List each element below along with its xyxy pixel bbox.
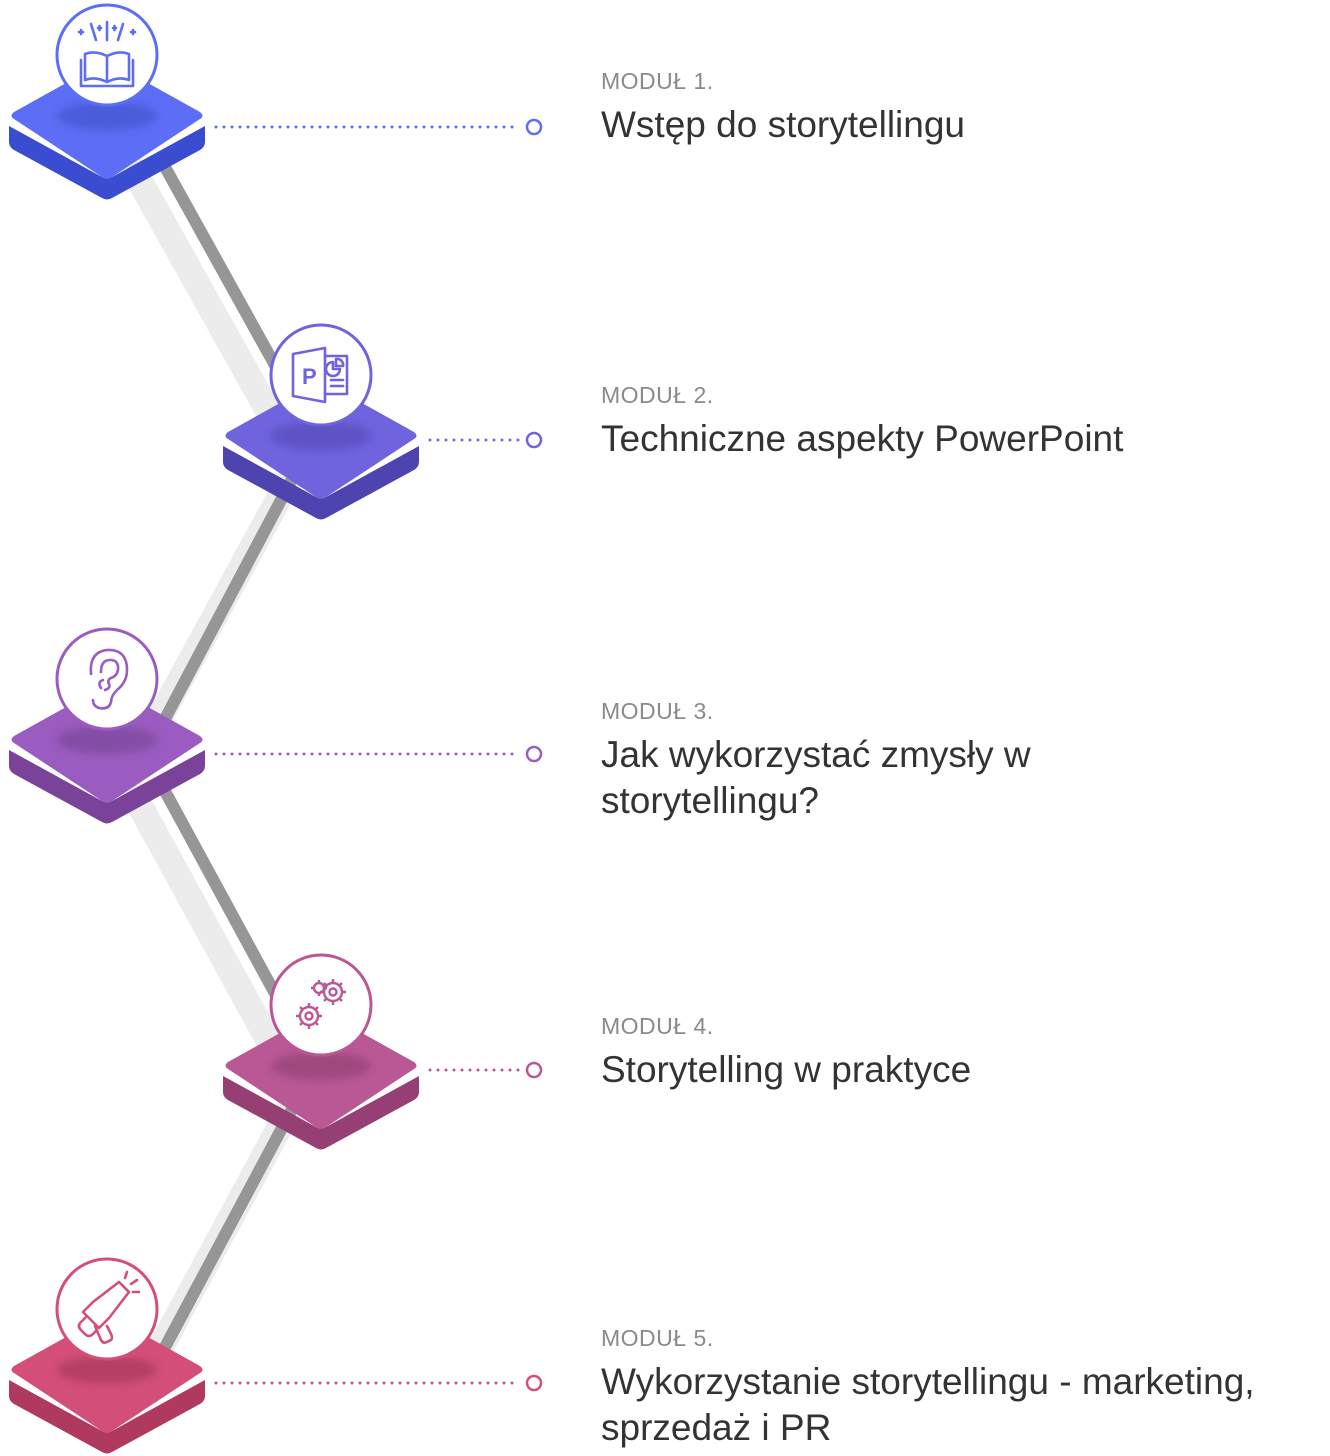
ear-icon xyxy=(89,648,129,710)
module-title: Storytelling w praktyce xyxy=(601,1048,972,1090)
module-4-icon-circle xyxy=(269,953,373,1057)
module-number: MODUŁ 1. xyxy=(601,68,714,94)
module-node-1 xyxy=(9,3,205,200)
gears-icon xyxy=(296,979,346,1029)
leader-2 xyxy=(428,431,543,449)
leader-1 xyxy=(214,118,543,136)
leader-3-end-dot xyxy=(525,745,543,763)
module-5-icon-circle xyxy=(55,1257,159,1361)
module-node-4 xyxy=(223,953,419,1150)
module-number: MODUŁ 5. xyxy=(601,1325,714,1351)
powerpoint-icon: P xyxy=(291,346,349,404)
leader-4-end-dot xyxy=(525,1061,543,1079)
module-label-2: MODUŁ 2. Techniczne aspekty PowerPoint xyxy=(601,382,1326,462)
module-number: MODUŁ 3. xyxy=(601,698,714,724)
module-label-1: MODUŁ 1. Wstęp do storytellingu xyxy=(601,68,1326,148)
leader-4 xyxy=(428,1061,543,1079)
module-label-5: MODUŁ 5. Wykorzystanie storytellingu - m… xyxy=(601,1325,1326,1451)
module-label-4: MODUŁ 4. Storytelling w praktyce xyxy=(601,1013,1326,1093)
module-node-3 xyxy=(9,627,205,824)
dotted-leaders xyxy=(214,118,543,1392)
module-title: Wstęp do storytellingu xyxy=(601,103,966,145)
module-title: Jak wykorzystać zmysły w storytellingu? xyxy=(601,733,1031,821)
module-node-5 xyxy=(9,1257,205,1454)
module-title: Techniczne aspekty PowerPoint xyxy=(601,417,1124,459)
leader-5 xyxy=(214,1374,543,1392)
module-2-icon-circle xyxy=(269,323,373,427)
module-number: MODUŁ 4. xyxy=(601,1013,714,1039)
leader-1-end-dot xyxy=(525,118,543,136)
leader-5-end-dot xyxy=(525,1374,543,1392)
leader-3 xyxy=(214,745,543,763)
leader-2-end-dot xyxy=(525,431,543,449)
module-number: MODUŁ 2. xyxy=(601,382,714,408)
open-book-icon xyxy=(77,20,137,88)
svg-text:P: P xyxy=(302,364,317,389)
module-node-2: P xyxy=(223,323,419,520)
module-label-3: MODUŁ 3. Jak wykorzystać zmysły w storyt… xyxy=(601,698,1121,824)
module-title: Wykorzystanie storytellingu - marketing,… xyxy=(601,1360,1255,1448)
module-3-icon-circle xyxy=(55,627,159,731)
megaphone-icon xyxy=(77,1270,141,1344)
